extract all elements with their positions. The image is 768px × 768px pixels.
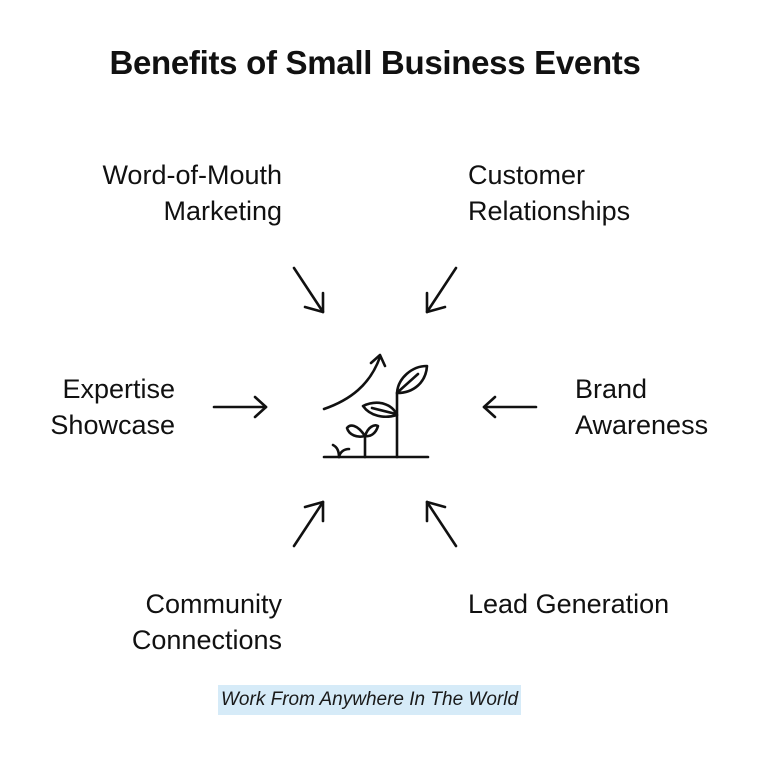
benefit-expertise-showcase: Expertise Showcase	[50, 371, 175, 443]
benefit-label-line: Relationships	[468, 196, 631, 226]
benefit-customer-relationships: Customer Relationships	[468, 157, 630, 229]
arrow-left-icon	[482, 395, 538, 419]
benefit-label-line: Brand	[575, 374, 648, 404]
arrow-down-left-icon	[425, 266, 458, 314]
benefit-label-line: Expertise	[62, 374, 175, 404]
benefit-community-connections: Community Connections	[132, 586, 282, 658]
arrow-up-left-icon	[425, 500, 458, 548]
benefit-word-of-mouth: Word-of-Mouth Marketing	[102, 157, 282, 229]
footer-tagline: Work From Anywhere In The World	[218, 685, 522, 715]
benefit-label-line: Word-of-Mouth	[102, 160, 282, 190]
benefit-label-line: Marketing	[163, 196, 282, 226]
benefit-label-line: Customer	[468, 160, 586, 190]
arrow-up-right-icon	[292, 500, 325, 548]
benefit-brand-awareness: Brand Awareness	[575, 371, 708, 443]
benefit-label-line: Lead Generation	[468, 589, 670, 619]
benefit-label-line: Community	[145, 589, 282, 619]
arrow-right-icon	[212, 395, 268, 419]
benefit-label-line: Connections	[131, 625, 282, 655]
diagram-title: Benefits of Small Business Events	[109, 44, 641, 81]
benefit-lead-generation: Lead Generation	[468, 586, 669, 622]
growing-plant-icon	[322, 353, 430, 459]
benefit-label-line: Showcase	[50, 410, 175, 440]
arrow-down-right-icon	[292, 266, 325, 314]
benefit-label-line: Awareness	[575, 410, 709, 440]
